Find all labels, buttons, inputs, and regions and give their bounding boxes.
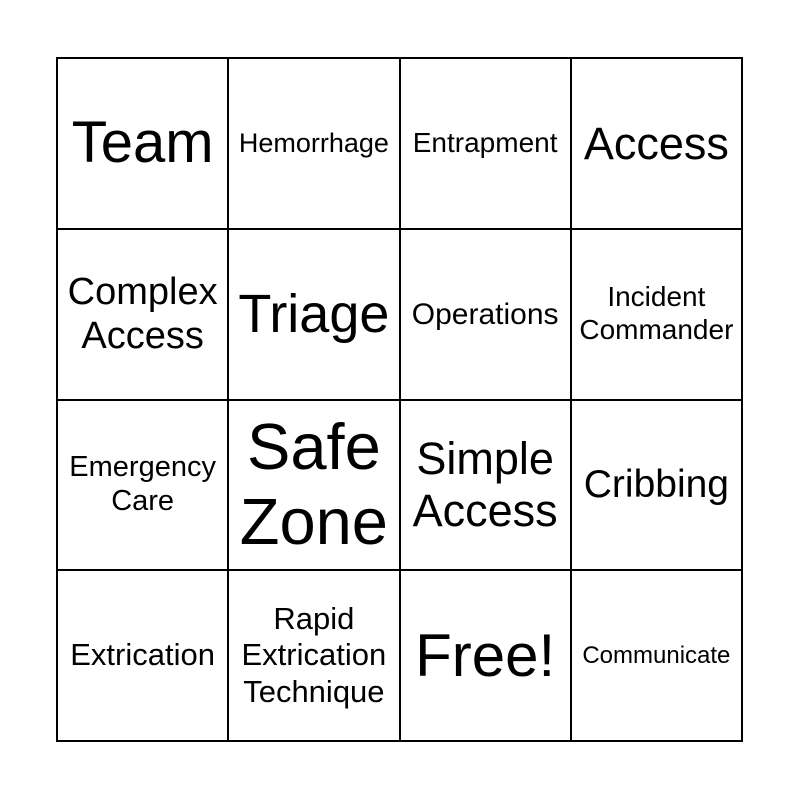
bingo-cell-access[interactable]: Access: [571, 59, 741, 228]
bingo-cell-rapid-extrication-technique[interactable]: Rapid Extrication Technique: [229, 571, 399, 740]
bingo-cell-free[interactable]: Free!: [400, 571, 570, 740]
bingo-cell-team[interactable]: Team: [58, 59, 228, 228]
bingo-cell-emergency-care[interactable]: Emergency Care: [58, 400, 228, 570]
bingo-card: Team Hemorrhage Entrapment Access Comple…: [56, 57, 743, 742]
bingo-cell-simple-access[interactable]: Simple Access: [400, 400, 570, 570]
bingo-cell-incident-commander[interactable]: Incident Commander: [571, 229, 741, 399]
bingo-cell-safe-zone[interactable]: Safe Zone: [229, 400, 399, 570]
bingo-cell-communicate[interactable]: Communicate: [571, 571, 741, 740]
bingo-cell-hemorrhage[interactable]: Hemorrhage: [229, 59, 399, 228]
bingo-cell-cribbing[interactable]: Cribbing: [571, 400, 741, 570]
bingo-cell-triage[interactable]: Triage: [229, 229, 399, 399]
bingo-cell-entrapment[interactable]: Entrapment: [400, 59, 570, 228]
bingo-cell-complex-access[interactable]: Complex Access: [58, 229, 228, 399]
bingo-cell-extrication[interactable]: Extrication: [58, 571, 228, 740]
bingo-cell-operations[interactable]: Operations: [400, 229, 570, 399]
